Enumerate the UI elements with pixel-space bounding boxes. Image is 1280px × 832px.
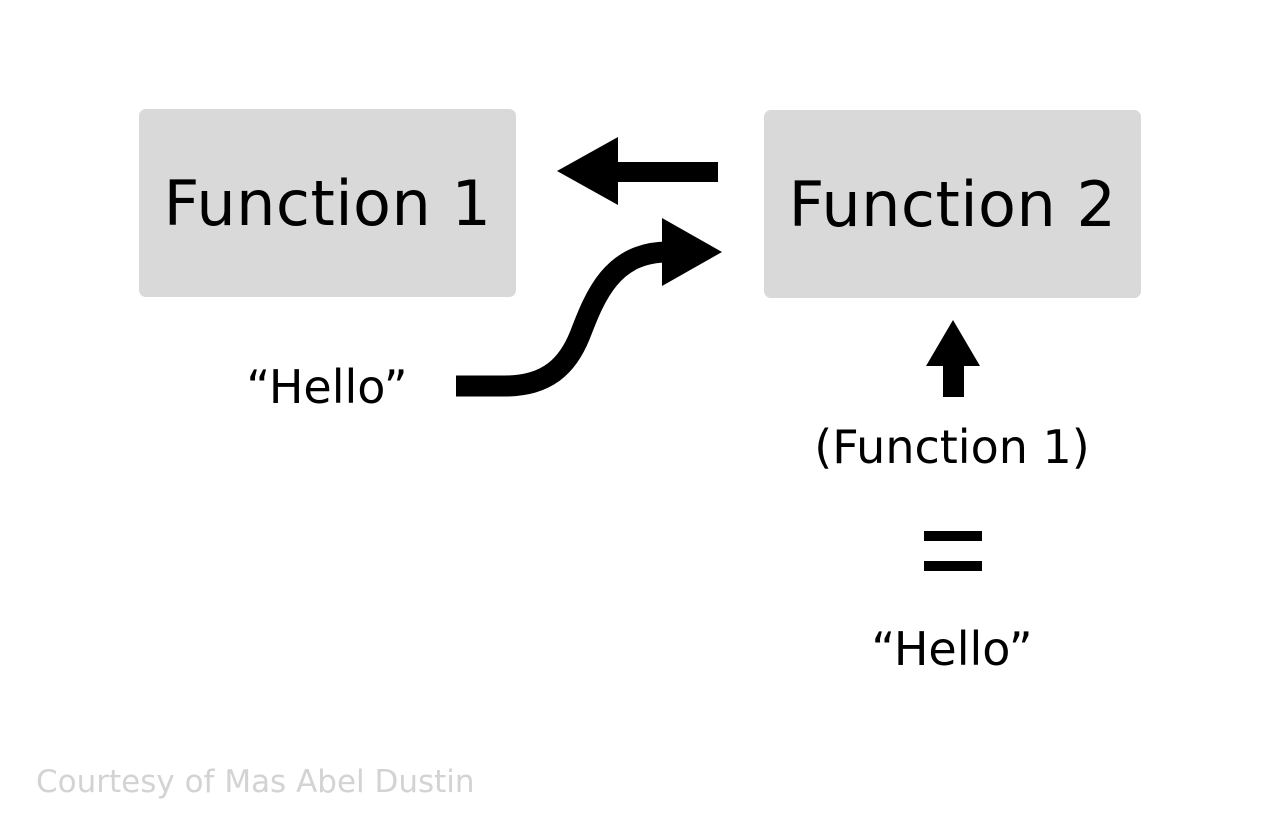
function-1-label: Function 1: [163, 166, 492, 240]
function-2-label: Function 2: [788, 167, 1117, 241]
credit-text: Courtesy of Mas Abel Dustin: [36, 764, 475, 800]
equals-bar-top: [924, 531, 982, 541]
hello-result-text: “Hello”: [871, 622, 1033, 676]
argument-to-function2-arrow: [926, 320, 980, 397]
equals-sign: [924, 531, 982, 571]
function-1-argument-text: (Function 1): [814, 420, 1090, 474]
function-1-box: Function 1: [139, 109, 516, 297]
equals-bar-bottom: [924, 561, 982, 571]
function2-to-function1-arrow: [557, 137, 718, 205]
function-2-box: Function 2: [764, 110, 1141, 298]
hello-to-function2-arrow: [456, 218, 722, 397]
hello-input-text: “Hello”: [246, 360, 408, 414]
